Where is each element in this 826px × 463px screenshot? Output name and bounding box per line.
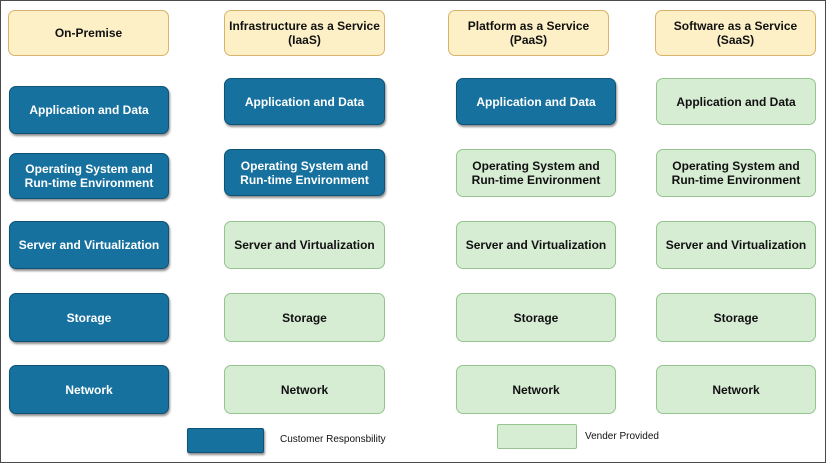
header-saas: Software as a Service (SaaS) [655, 10, 816, 56]
paas-server-and-virtualization: Server and Virtualization [456, 221, 616, 269]
iaas-storage: Storage [224, 293, 385, 342]
header-iaas: Infrastructure as a Service (IaaS) [224, 10, 385, 56]
saas-application-and-data: Application and Data [656, 78, 816, 125]
paas-operating-system: Operating System and Run-time Environmen… [456, 149, 616, 197]
legend-customer-label: Customer Responsbility [280, 434, 386, 445]
paas-application-and-data: Application and Data [456, 78, 616, 125]
legend-customer-swatch [187, 428, 264, 453]
legend-vendor-swatch [497, 424, 577, 449]
iaas-server-and-virtualization: Server and Virtualization [224, 221, 385, 269]
saas-server-and-virtualization: Server and Virtualization [656, 221, 816, 269]
saas-network: Network [656, 365, 816, 414]
paas-storage: Storage [456, 293, 616, 342]
on-premise-application-and-data: Application and Data [9, 86, 169, 134]
header-paas: Platform as a Service (PaaS) [448, 10, 609, 56]
saas-storage: Storage [656, 293, 816, 342]
iaas-operating-system: Operating System and Run-time Environmen… [224, 149, 385, 196]
on-premise-operating-system: Operating System and Run-time Environmen… [9, 153, 169, 199]
header-on-premise: On-Premise [8, 10, 169, 56]
saas-operating-system: Operating System and Run-time Environmen… [656, 149, 816, 197]
iaas-application-and-data: Application and Data [224, 78, 385, 125]
iaas-network: Network [224, 365, 385, 414]
on-premise-network: Network [9, 365, 169, 414]
paas-network: Network [456, 365, 616, 414]
on-premise-storage: Storage [9, 293, 169, 342]
legend-vendor-label: Vender Provided [585, 431, 659, 442]
on-premise-server-and-virtualization: Server and Virtualization [9, 221, 169, 269]
